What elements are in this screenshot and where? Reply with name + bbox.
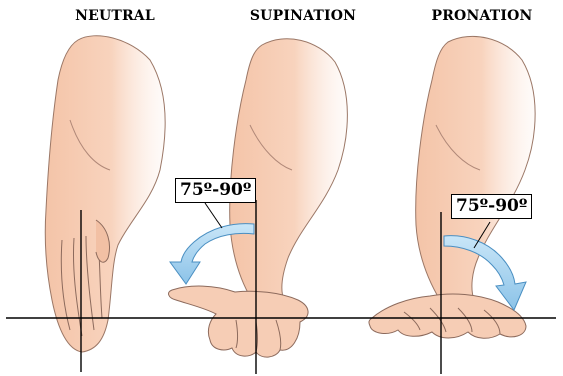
supination-arm-shape [230,39,348,300]
label-supination: SUPINATION [250,8,356,24]
supination-angle-label: 75º-90º [175,178,256,203]
label-pronation: PRONATION [431,8,532,24]
neutral-arm-shape [45,36,165,352]
pronation-hand [369,294,526,338]
label-neutral: NEUTRAL [75,8,155,24]
pronation-angle-label: 75º-90º [451,194,532,219]
neutral-arm [45,36,165,352]
supination-hand [169,286,309,357]
supination-leader-line [205,203,222,228]
